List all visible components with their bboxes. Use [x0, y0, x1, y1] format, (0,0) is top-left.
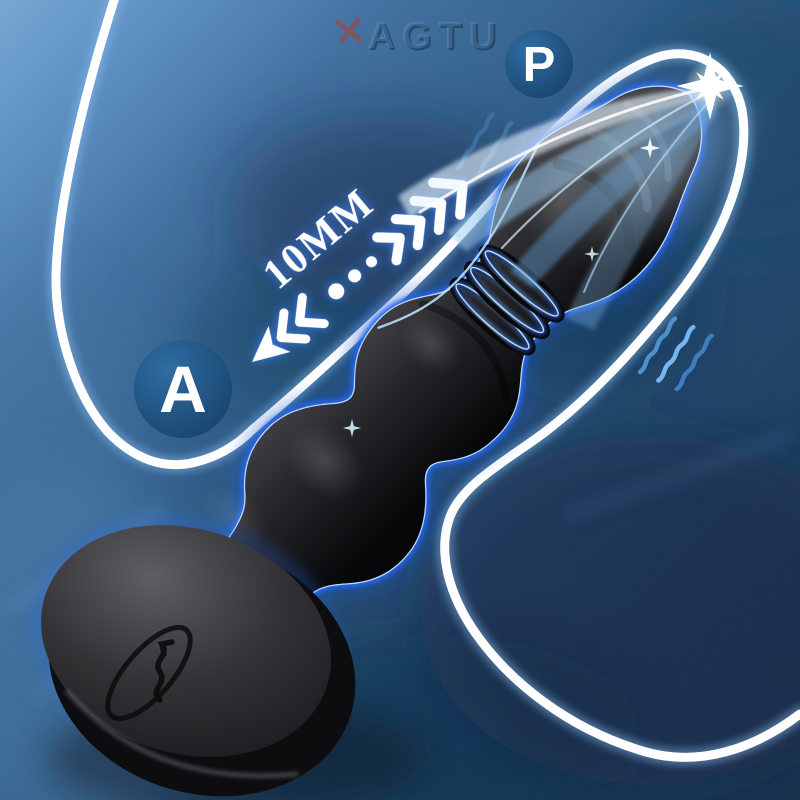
dot [328, 283, 345, 300]
ray-streaks [418, 86, 713, 293]
badge-p: P [505, 30, 573, 98]
watermark-text: AGTU [367, 15, 503, 57]
dot [348, 269, 362, 283]
chevrons-left [276, 293, 329, 344]
base-top [41, 525, 331, 757]
base-rim-highlight [64, 688, 299, 778]
watermark: AGTU AGTU [335, 15, 505, 59]
badge-a-circle [134, 340, 232, 438]
badge-a: A [134, 340, 232, 438]
chevrons-right [372, 177, 468, 266]
watermark-text-shadow: AGTU [369, 17, 505, 59]
sparkles [342, 52, 744, 438]
arrowhead-left [252, 325, 291, 362]
badge-p-letter: P [523, 38, 556, 92]
speed-rays [398, 86, 718, 330]
watermark-red-mark [335, 17, 363, 43]
swoosh-outline [47, 0, 800, 766]
power-button-icon [105, 624, 193, 722]
base-disc [34, 519, 356, 797]
badge-a-letter: A [159, 352, 207, 426]
dot [366, 256, 378, 268]
badge-p-circle [505, 30, 573, 98]
swoosh-line [51, 0, 800, 762]
